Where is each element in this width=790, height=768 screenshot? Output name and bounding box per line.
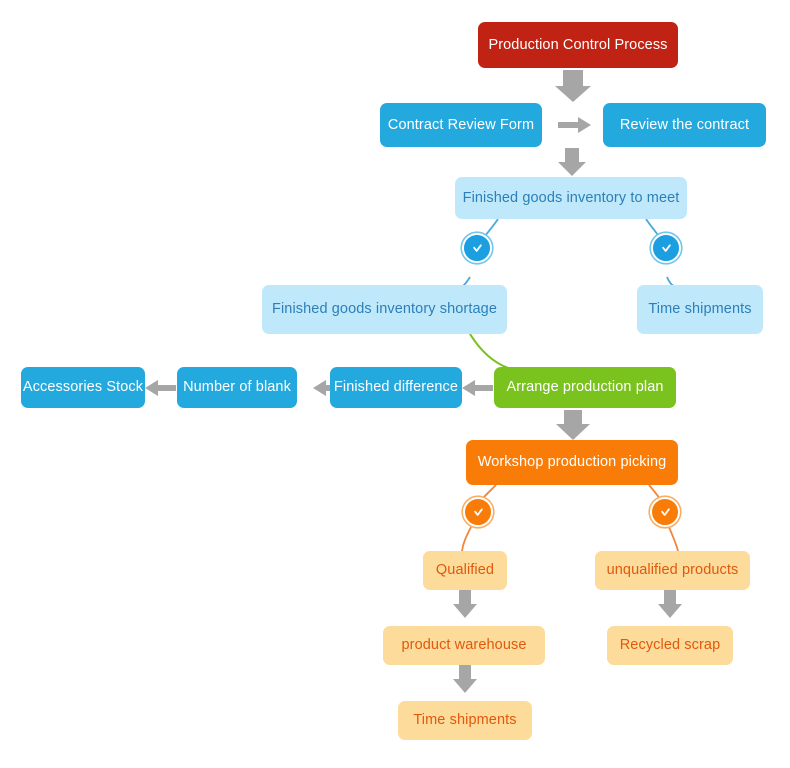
node-qualified[interactable]: Qualified	[423, 551, 507, 590]
badge-quality-pass[interactable]	[463, 497, 493, 527]
node-label: Time shipments	[413, 712, 517, 729]
node-product-warehouse[interactable]: product warehouse	[383, 626, 545, 665]
node-label: Arrange production plan	[506, 379, 664, 396]
node-time-shipments-orange[interactable]: Time shipments	[398, 701, 532, 740]
badge-inventory-yes[interactable]	[462, 233, 492, 263]
node-label: Finished goods inventory shortage	[272, 301, 497, 318]
arrow-plan-to-workshop	[556, 410, 590, 440]
node-finished-difference[interactable]: Finished difference	[330, 367, 462, 408]
node-accessories-stock[interactable]: Accessories Stock	[21, 367, 145, 408]
node-label: Time shipments	[648, 301, 752, 318]
node-label: Workshop production picking	[477, 454, 667, 471]
node-recycled-scrap[interactable]: Recycled scrap	[607, 626, 733, 665]
node-label: Finished difference	[333, 379, 459, 396]
node-workshop-production-picking[interactable]: Workshop production picking	[466, 440, 678, 485]
check-circle-icon	[471, 505, 486, 520]
node-number-of-blank[interactable]: Number of blank	[177, 367, 297, 408]
check-circle-icon	[659, 241, 674, 256]
node-production-control-process[interactable]: Production Control Process	[478, 22, 678, 68]
node-label: unqualified products	[606, 562, 739, 579]
node-label: Qualified	[435, 562, 495, 579]
node-label: Review the contract	[619, 116, 750, 133]
node-label: Recycled scrap	[619, 637, 721, 654]
arrow-qualified-to-warehouse	[453, 590, 477, 618]
node-time-shipments-blue[interactable]: Time shipments	[637, 285, 763, 334]
node-label: Finished goods inventory to meet	[462, 189, 680, 206]
node-label: Production Control Process	[488, 36, 668, 53]
check-circle-icon	[470, 241, 485, 256]
check-circle-icon	[658, 505, 673, 520]
arrow-plan-to-finished-difference	[462, 380, 493, 396]
connector-shortage-to-plan	[469, 333, 509, 369]
node-finished-goods-inventory-shortage[interactable]: Finished goods inventory shortage	[262, 285, 507, 334]
node-label: product warehouse	[401, 637, 527, 654]
node-finished-goods-inventory-to-meet[interactable]: Finished goods inventory to meet	[455, 177, 687, 219]
arrow-contract-form-to-inventory-meet	[558, 148, 586, 176]
node-contract-review-form[interactable]: Contract Review Form	[380, 103, 542, 147]
arrow-process-to-contract-form	[555, 70, 591, 102]
node-review-the-contract[interactable]: Review the contract	[603, 103, 766, 147]
arrow-warehouse-to-shipments	[453, 665, 477, 693]
arrow-unqualified-to-scrap	[658, 590, 682, 618]
arrow-contract-form-to-review	[558, 117, 591, 133]
node-label: Contract Review Form	[387, 116, 535, 133]
arrow-number-blank-to-accessories	[145, 380, 176, 396]
badge-inventory-no[interactable]	[651, 233, 681, 263]
node-label: Accessories Stock	[22, 379, 144, 396]
node-unqualified-products[interactable]: unqualified products	[595, 551, 750, 590]
node-arrange-production-plan[interactable]: Arrange production plan	[494, 367, 676, 408]
badge-quality-fail[interactable]	[650, 497, 680, 527]
node-label: Number of blank	[183, 379, 291, 396]
